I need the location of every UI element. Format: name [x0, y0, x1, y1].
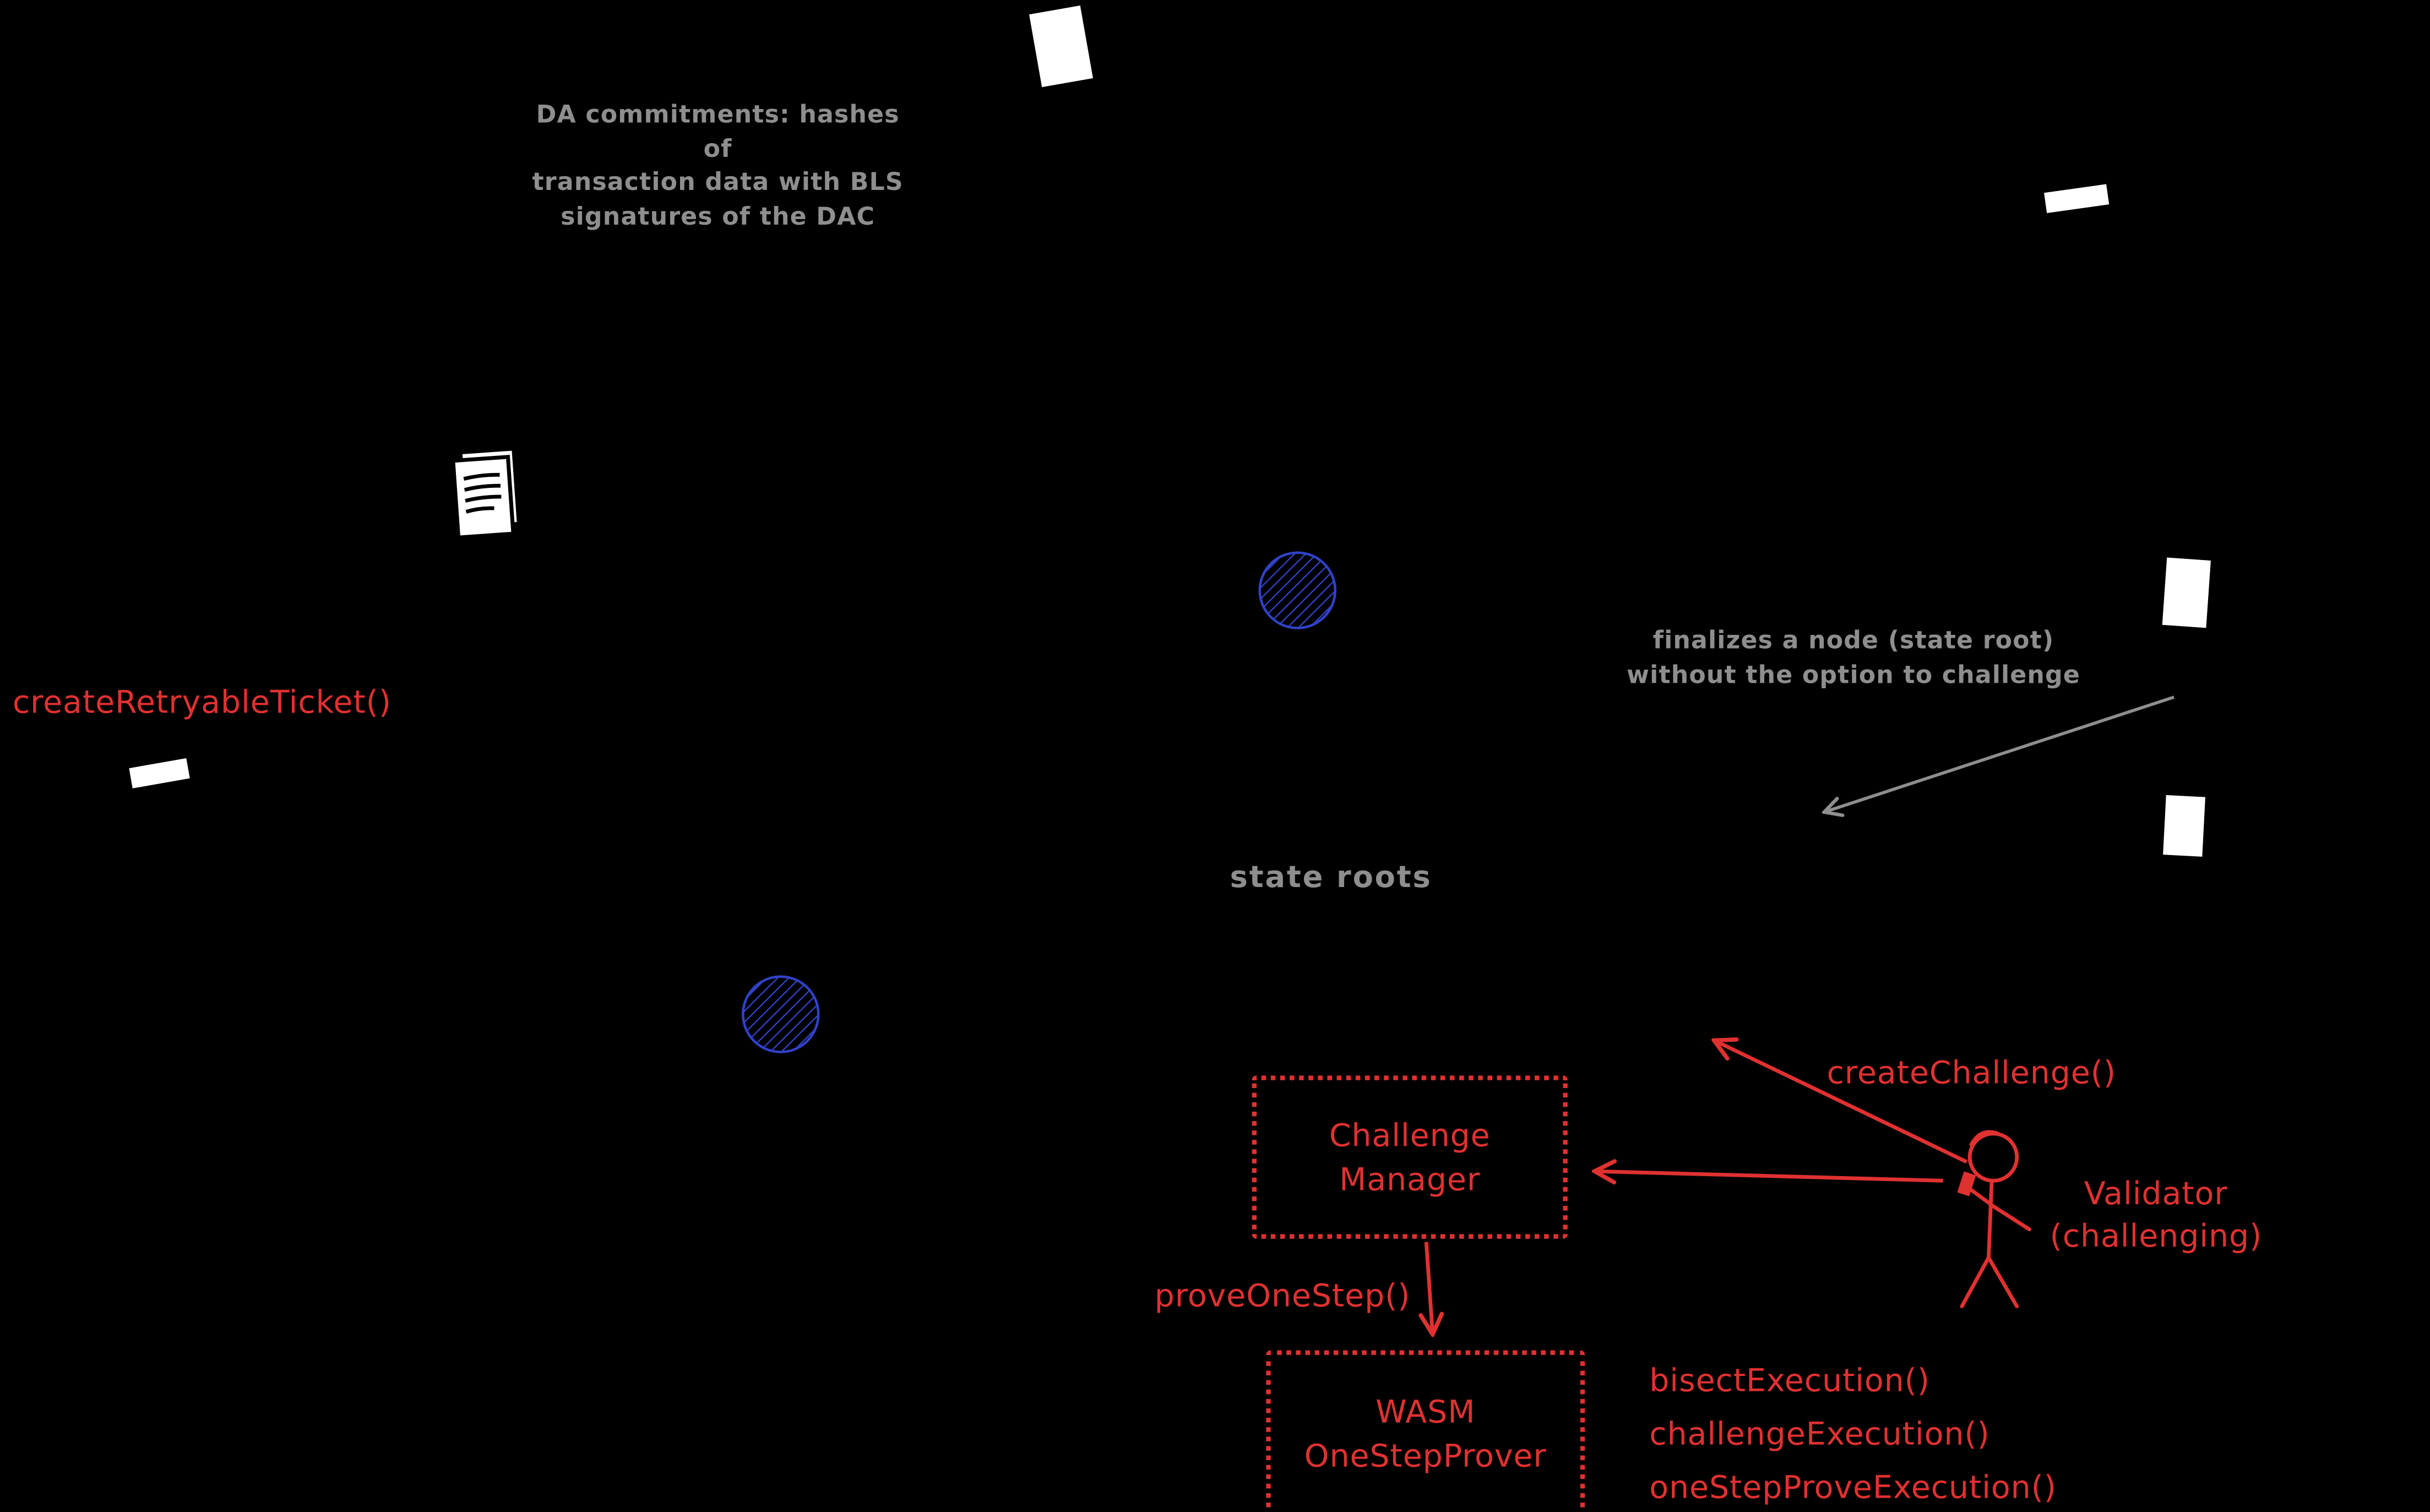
validator-stick-figure-icon [1957, 1130, 2031, 1308]
wasm-one-step-prover-label: WASM OneStepProver [1304, 1393, 1547, 1475]
white-block-right-mid-icon [2162, 557, 2211, 628]
arrow-prove-one-step [1426, 1242, 1432, 1333]
label-one-step-prove-execution: oneStepProveExecution() [1649, 1468, 2057, 1506]
label-create-retryable-ticket: createRetryableTicket() [12, 683, 392, 721]
document-icon [451, 446, 521, 540]
challenge-manager-box: Challenge Manager [1252, 1075, 1568, 1239]
note-finalizes-node: finalizes a node (state root) without th… [1627, 626, 2080, 689]
label-bisect-execution: bisectExecution() [1649, 1361, 1930, 1399]
white-block-right-low-icon [2163, 795, 2205, 857]
label-validator: Validator (challenging) [2050, 1174, 2263, 1255]
label-prove-one-step: proveOneStep() [1154, 1276, 1411, 1314]
label-challenge-execution: challengeExecution() [1649, 1415, 1990, 1453]
eth-token-icon [1258, 551, 1336, 629]
white-bar-left-icon [129, 758, 190, 788]
challenge-manager-label: Challenge Manager [1329, 1116, 1491, 1198]
label-state-roots: state roots [1230, 860, 1432, 895]
white-block-top-icon [1029, 5, 1093, 88]
white-bar-top-right-icon [2044, 184, 2110, 214]
challenge-functions-list: bisectExecution() challengeExecution() o… [1649, 1353, 2057, 1512]
label-create-challenge: createChallenge() [1826, 1053, 2116, 1091]
note-da-commitments: DA commitments: hashes of transaction da… [532, 100, 904, 231]
arrow-finalize-node [1825, 695, 2175, 812]
wasm-one-step-prover-box: WASM OneStepProver [1266, 1350, 1585, 1512]
arrow-validator-to-challenge-manager [1596, 1171, 1943, 1181]
eth-token-icon [741, 975, 820, 1053]
